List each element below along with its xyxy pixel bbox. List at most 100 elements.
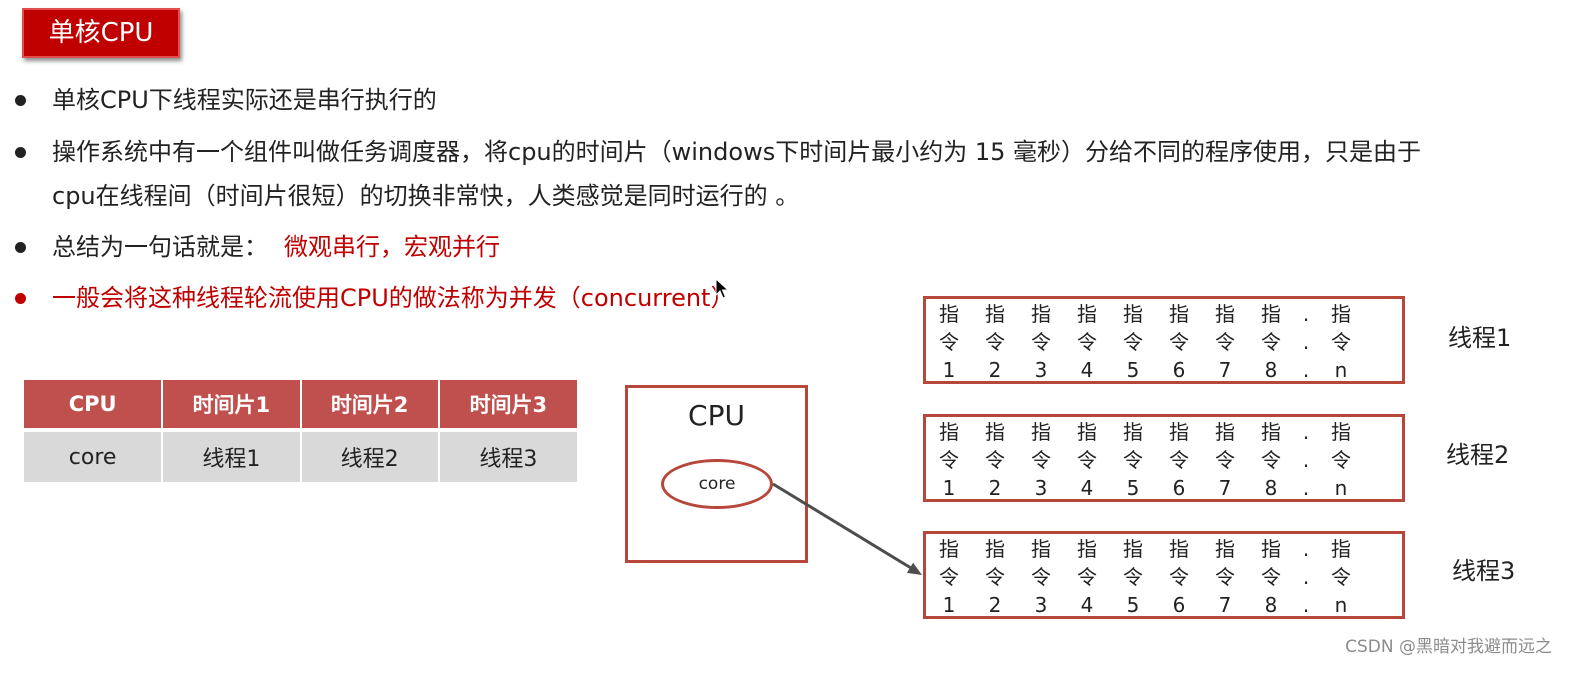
instruction-char: . — [1302, 593, 1310, 617]
instruction-char: 令 — [939, 330, 959, 354]
instruction-char: 2 — [988, 593, 1002, 617]
instruction-char: 指 — [985, 420, 1005, 444]
instruction-ellipsis: ... — [1294, 299, 1318, 382]
instruction-char: 令 — [1077, 448, 1097, 472]
instruction-char: 指 — [1031, 537, 1051, 561]
instruction-char: 4 — [1080, 593, 1094, 617]
arrow-head-icon — [906, 562, 922, 575]
instruction-char: 令 — [1031, 448, 1051, 472]
instruction-char: . — [1302, 476, 1310, 500]
table-header-cell: CPU — [24, 380, 164, 432]
instruction-char: 指 — [1031, 302, 1051, 326]
bullet-text-2-line-1: 操作系统中有一个组件叫做任务调度器，将cpu的时间片（windows下时间片最小… — [52, 138, 1421, 166]
time-slice-table: CPU 时间片1 时间片2 时间片3 core 线程1 线程2 线程3 — [24, 380, 577, 482]
instruction-char: 指 — [1123, 537, 1143, 561]
instruction-char: 令 — [1331, 330, 1351, 354]
instruction-char: 令 — [1261, 448, 1281, 472]
instruction-char: n — [1334, 358, 1348, 382]
bullet-text-1: 单核CPU下线程实际还是串行执行的 — [52, 86, 437, 114]
instruction-char: . — [1302, 537, 1310, 561]
instruction-char: 令 — [1215, 448, 1235, 472]
instruction-char: 指 — [1215, 420, 1235, 444]
instruction-char: 令 — [985, 448, 1005, 472]
bullet-text-4: 一般会将这种线程轮流使用CPU的做法称为并发（concurrent） — [52, 284, 735, 312]
instruction-cell: 指令 2 — [972, 417, 1018, 500]
instruction-char: 指 — [939, 302, 959, 326]
instruction-char: 7 — [1218, 358, 1232, 382]
instruction-char: 令 — [1215, 330, 1235, 354]
table-row: core 线程1 线程2 线程3 — [24, 430, 577, 482]
thread-label-2: 线程2 — [1446, 441, 1510, 469]
bullet-text-3: 总结为一句话就是：微观串行，宏观并行 — [52, 232, 500, 262]
instruction-char: 3 — [1034, 593, 1048, 617]
instruction-char: 令 — [1077, 330, 1097, 354]
instruction-char: n — [1334, 476, 1348, 500]
instruction-char: 1 — [942, 358, 956, 382]
instruction-char: . — [1302, 358, 1310, 382]
table-header-cell: 时间片3 — [438, 380, 577, 432]
thread-label-3: 线程3 — [1452, 557, 1516, 585]
instruction-char: 指 — [1077, 302, 1097, 326]
instruction-char: 7 — [1218, 593, 1232, 617]
instruction-char: 指 — [939, 420, 959, 444]
instruction-char: 指 — [1169, 302, 1189, 326]
instruction-char: 1 — [942, 476, 956, 500]
instruction-char: 指 — [1261, 302, 1281, 326]
instruction-char: 令 — [1261, 330, 1281, 354]
instruction-char: 指 — [1169, 537, 1189, 561]
instruction-char: 6 — [1172, 476, 1186, 500]
instruction-char: 令 — [1123, 565, 1143, 589]
instruction-char: 令 — [939, 565, 959, 589]
instruction-char: 8 — [1264, 476, 1278, 500]
table-header-cell: 时间片2 — [300, 380, 440, 432]
bullet-dot-icon — [15, 147, 26, 158]
thread-label-1: 线程1 — [1448, 324, 1512, 352]
instruction-char: 指 — [1123, 420, 1143, 444]
table-cell: core — [24, 430, 164, 482]
cpu-box: CPU core — [625, 385, 808, 563]
instruction-cell: 指令 8 — [1248, 299, 1294, 382]
table-cell: 线程2 — [300, 430, 440, 482]
instruction-char: 令 — [1169, 448, 1189, 472]
instruction-char: 指 — [985, 302, 1005, 326]
instruction-char: 3 — [1034, 476, 1048, 500]
instruction-ellipsis: ... — [1294, 417, 1318, 500]
cpu-label: CPU — [688, 399, 745, 432]
bullet-dot-icon — [15, 242, 26, 253]
instruction-char: . — [1302, 565, 1310, 589]
instruction-char: 5 — [1126, 593, 1140, 617]
instruction-char: 令 — [1331, 448, 1351, 472]
instruction-char: 指 — [1331, 302, 1351, 326]
instruction-cell: 指令 1 — [926, 299, 972, 382]
instruction-char: 8 — [1264, 593, 1278, 617]
instruction-char: 令 — [985, 330, 1005, 354]
slide-title-badge: 单核CPU — [22, 8, 180, 58]
instruction-char: 5 — [1126, 358, 1140, 382]
csdn-watermark: CSDN @黑暗对我避而远之 — [1345, 637, 1552, 657]
instruction-char: 2 — [988, 476, 1002, 500]
instruction-char: 8 — [1264, 358, 1278, 382]
instruction-char: 令 — [1215, 565, 1235, 589]
instruction-char: 指 — [1077, 420, 1097, 444]
instruction-char: n — [1334, 593, 1348, 617]
instruction-char: 指 — [1077, 537, 1097, 561]
instruction-char: . — [1302, 330, 1310, 354]
